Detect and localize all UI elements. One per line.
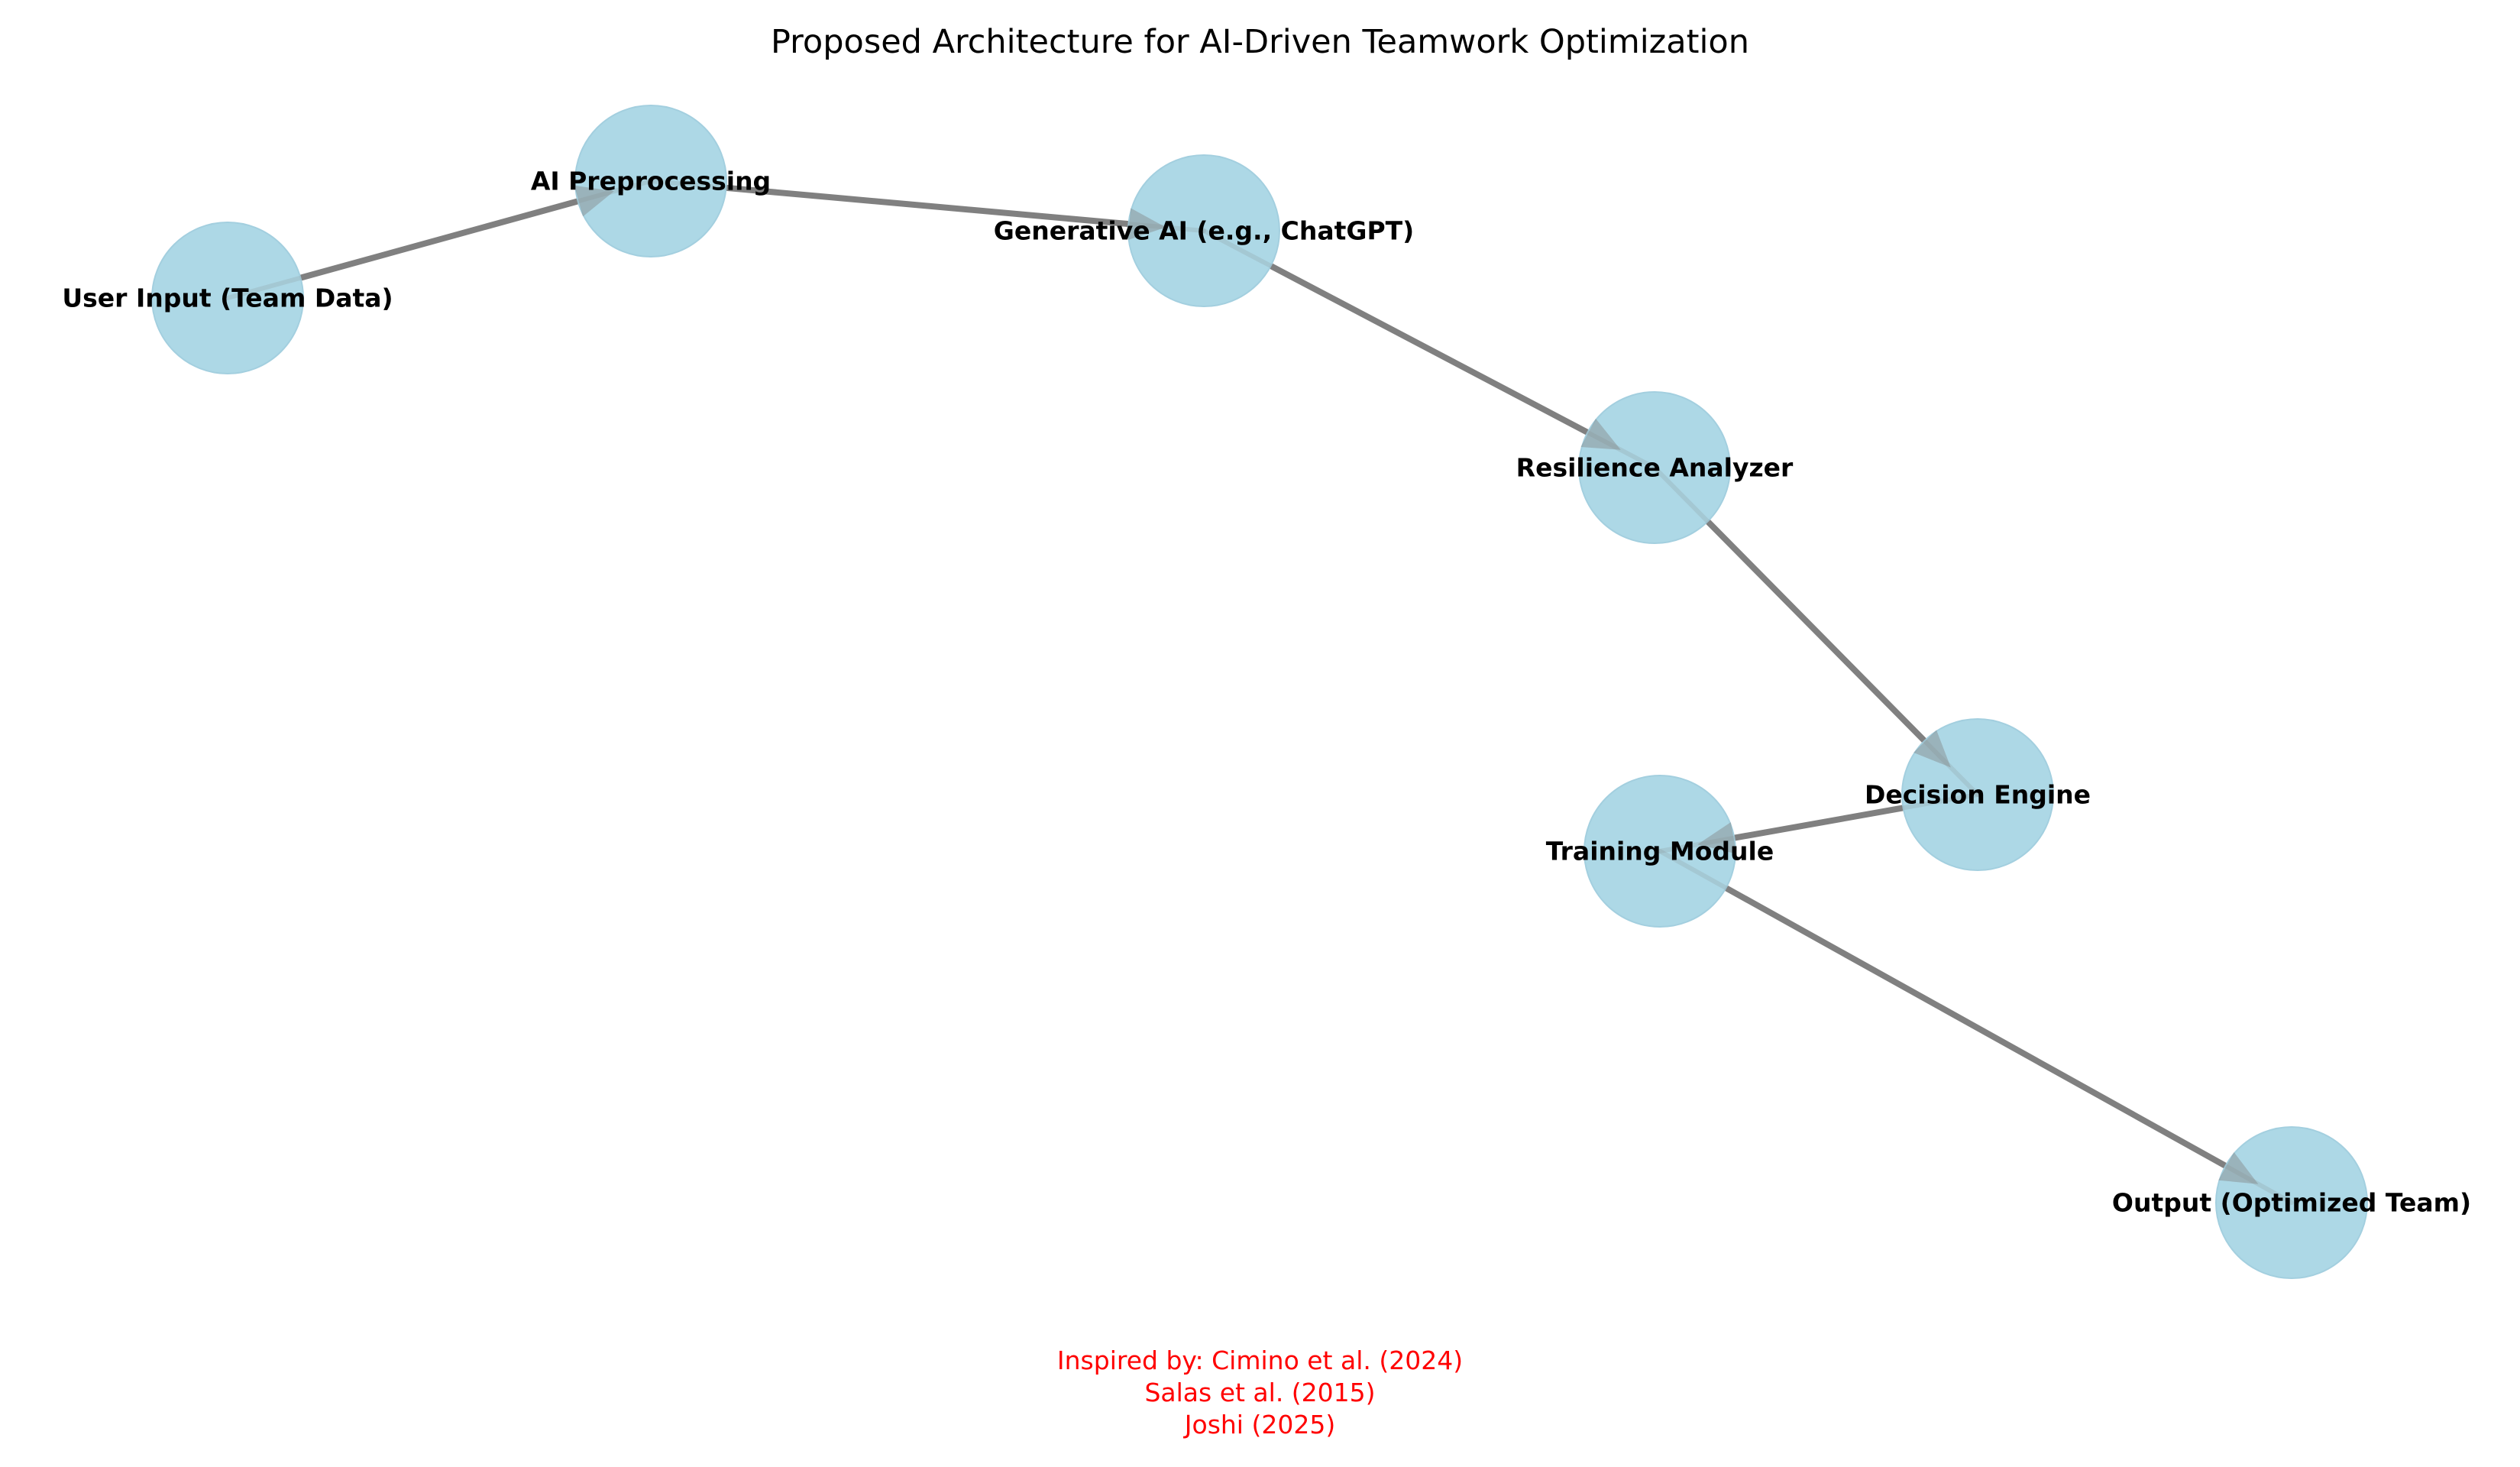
node-label-layer: User Input (Team Data) AI PreprocessingGe… (62, 167, 2471, 1218)
citation-line-2: Salas et al. (2015) (1144, 1378, 1376, 1407)
node-label-training-module: Training Module (1546, 837, 1774, 866)
citation-line-1: Inspired by: Cimino et al. (2024) (1056, 1346, 1464, 1375)
arrowhead-resilience-analyzer-to-decision-engine (1913, 730, 1951, 768)
edge-trace-decision-engine-to-training-module (1658, 792, 1980, 853)
edge-layer (225, 178, 2295, 1206)
edge-trace-training-module-to-output (1658, 849, 2294, 1205)
node-label-resilience-analyzer: Resilience Analyzer (1516, 453, 1794, 483)
edge-line-resilience-analyzer-to-decision-engine (1651, 465, 1981, 798)
citation-note: Inspired by: Cimino et al. (2024) Salas … (0, 1345, 2520, 1441)
edge-trace-ai-preprocessing-to-generative-ai (649, 179, 1206, 233)
node-label-user-input: User Input (Team Data) (62, 283, 393, 313)
node-circle-generative-ai (1127, 154, 1280, 307)
node-circle-resilience-analyzer (1578, 391, 1731, 544)
node-circle-ai-preprocessing (574, 105, 727, 257)
edge-trace-generative-ai-to-resilience-analyzer (1202, 228, 1657, 470)
node-layer (151, 105, 2368, 1279)
edge-trace-user-input-to-ai-preprocessing (225, 179, 653, 300)
diagram-title: Proposed Architecture for AI-Driven Team… (771, 23, 1749, 61)
node-label-ai-preprocessing: AI Preprocessing (531, 167, 771, 196)
node-label-output: Output (Optimized Team) (2112, 1188, 2471, 1218)
node-circle-training-module (1583, 775, 1736, 928)
arrowhead-ai-preprocessing-to-generative-ai (1127, 208, 1166, 241)
node-circle-output (2215, 1126, 2368, 1279)
node-label-generative-ai: Generative AI (e.g., ChatGPT) (994, 216, 1414, 246)
arrowhead-training-module-to-output (2218, 1152, 2259, 1184)
arrowhead-layer (574, 185, 2259, 1184)
arrowhead-decision-engine-to-training-module (1697, 822, 1737, 854)
node-circle-user-input (151, 222, 304, 374)
edge-trace-layer (225, 179, 2294, 1205)
arrowhead-user-input-to-ai-preprocessing (574, 185, 614, 217)
edge-line-ai-preprocessing-to-generative-ai (648, 178, 1207, 234)
citation-line-3: Joshi (2025) (1184, 1410, 1336, 1439)
edge-line-training-module-to-output (1657, 848, 2295, 1206)
node-circle-decision-engine (1901, 718, 2054, 871)
arrowhead-generative-ai-to-resilience-analyzer (1580, 418, 1621, 450)
edge-trace-resilience-analyzer-to-decision-engine (1652, 465, 1980, 797)
node-label-decision-engine: Decision Engine (1865, 780, 2091, 810)
edge-line-generative-ai-to-resilience-analyzer (1201, 228, 1658, 471)
